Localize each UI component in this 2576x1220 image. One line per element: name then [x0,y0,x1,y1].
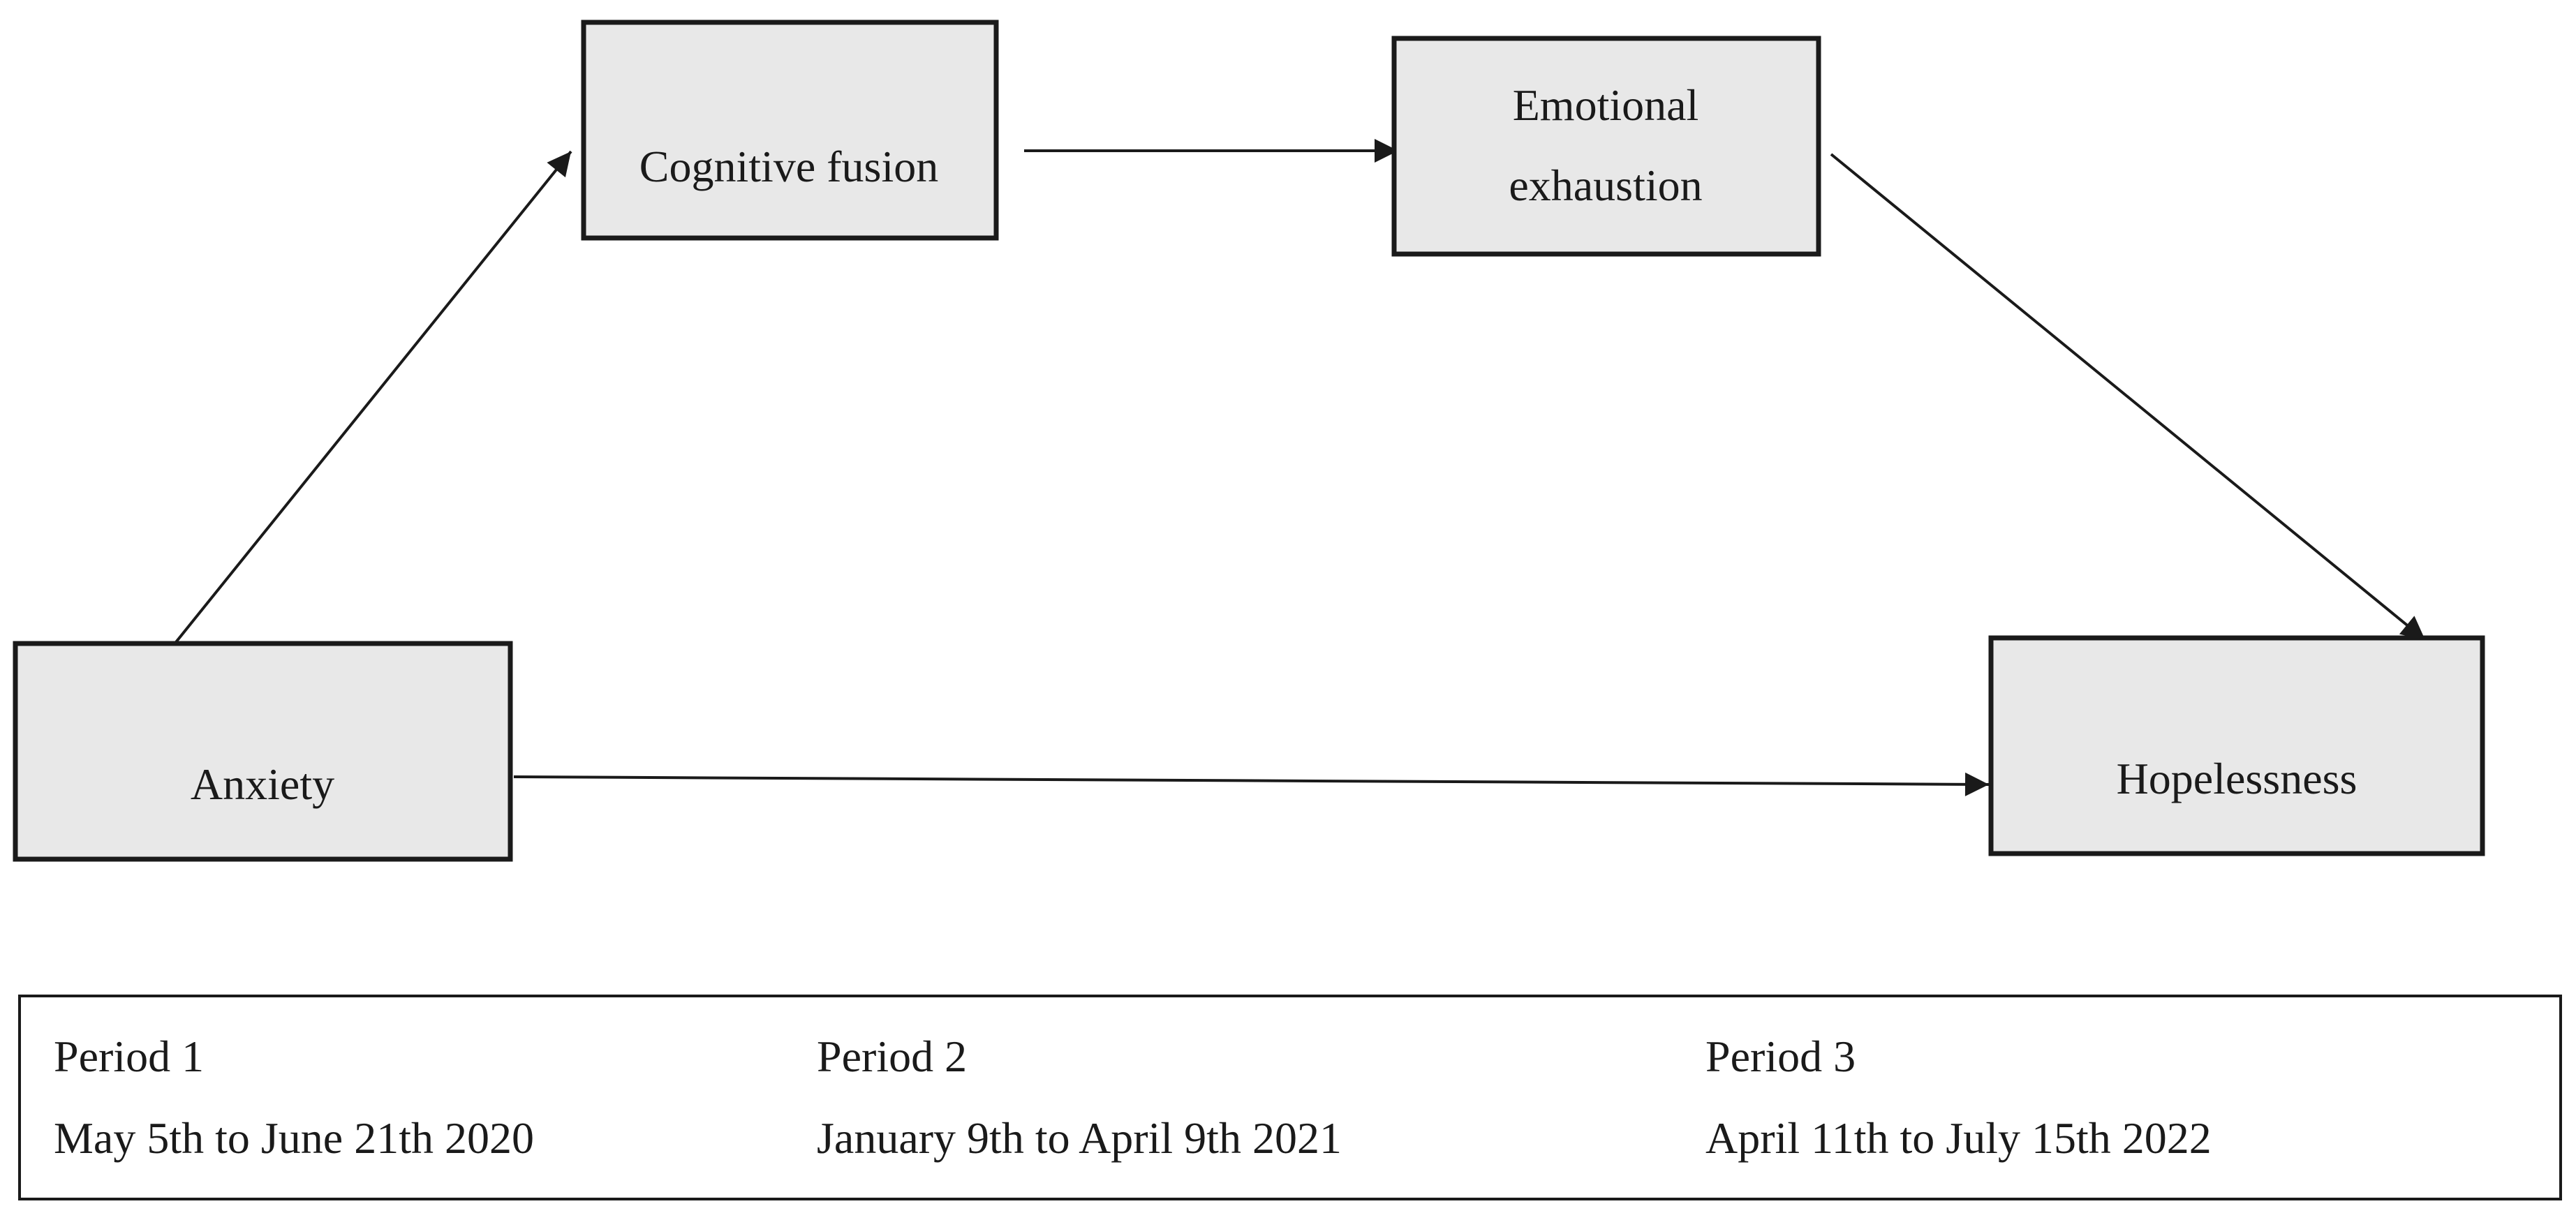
period-2-title: Period 2 [817,1032,967,1081]
period-1-title: Period 1 [54,1032,204,1081]
period-2-dates: January 9th to April 9th 2021 [817,1113,1342,1163]
arrow-anxiety-to-cognitive-fusion [175,150,572,644]
node-emotional-exhaustion: Emotional exhaustion [1391,36,1821,257]
node-emotional-exhaustion-label-line2: exhaustion [1509,161,1702,210]
period-3-dates: April 11th to July 15th 2022 [1705,1113,2212,1163]
node-cognitive-fusion: Cognitive fusion [581,20,999,241]
arrow-anxiety-to-hopelessness [513,772,1990,796]
node-emotional-exhaustion-label-line1: Emotional [1513,80,1699,130]
node-hopelessness-label: Hopelessness [2117,754,2357,803]
arrow-emotional-exhaustion-to-hopelessness [1830,153,2427,641]
period-1-dates: May 5th to June 21th 2020 [54,1113,534,1163]
node-anxiety-label: Anxiety [191,759,334,809]
node-anxiety: Anxiety [13,641,513,862]
period-legend: Period 1 May 5th to June 21th 2020 Perio… [18,995,2562,1200]
node-hopelessness: Hopelessness [1988,635,2485,856]
node-cognitive-fusion-label: Cognitive fusion [639,142,938,191]
period-3-title: Period 3 [1705,1032,1856,1081]
